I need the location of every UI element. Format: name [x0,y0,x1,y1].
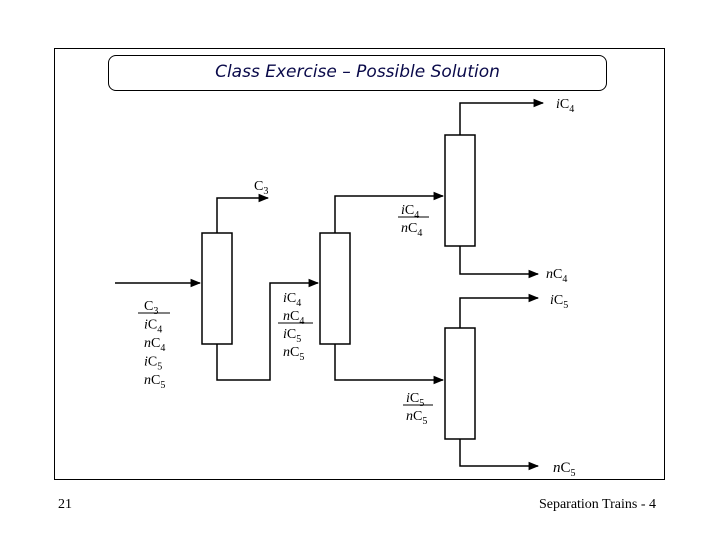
title-box: Class Exercise – Possible Solution [108,55,607,91]
column-4 [444,327,476,440]
col4-overhead-stream [459,293,540,328]
col1-bottoms-label-2: nC4 [283,309,304,327]
col1-bottoms-label-4: nC5 [283,345,304,363]
feed-label-1: C3 [144,299,158,317]
page-number: 21 [58,497,72,512]
col4-overhead-label: iC5 [550,293,568,311]
col2-overhead-label-1: iC4 [401,203,419,221]
col1-overhead-stream [216,193,270,233]
feed-label-5: nC5 [144,373,165,391]
column-1 [201,232,233,345]
feed-label-2: iC4 [144,318,162,336]
column-2 [319,232,351,345]
col3-bottoms-label: nC4 [546,267,567,285]
col3-overhead-label: iC4 [556,97,574,115]
slide-frame [54,48,665,480]
col4-bottoms-stream [459,439,540,471]
col3-bottoms-stream [459,246,540,279]
slide-title: Class Exercise – Possible Solution [215,62,500,82]
col1-overhead-label: C3 [254,179,268,197]
col2-overhead-label-2: nC4 [401,221,422,239]
col4-bottoms-label: nC5 [553,460,576,479]
column-3 [444,134,476,247]
slide-footer: Separation Trains - 4 [538,497,656,512]
col2-bottoms-label-1: iC5 [406,391,424,409]
col2-overhead-stream [334,191,445,233]
feed-label-4: iC5 [144,355,162,373]
col2-bottoms-label-2: nC5 [406,409,427,427]
col1-bottoms-stream [216,278,320,381]
col1-bottoms-label-1: iC4 [283,291,301,309]
col3-overhead-stream [459,98,545,135]
col1-bottoms-label-3: iC5 [283,327,301,345]
feed-label-3: nC4 [144,336,165,354]
col2-bottoms-stream [334,344,445,385]
